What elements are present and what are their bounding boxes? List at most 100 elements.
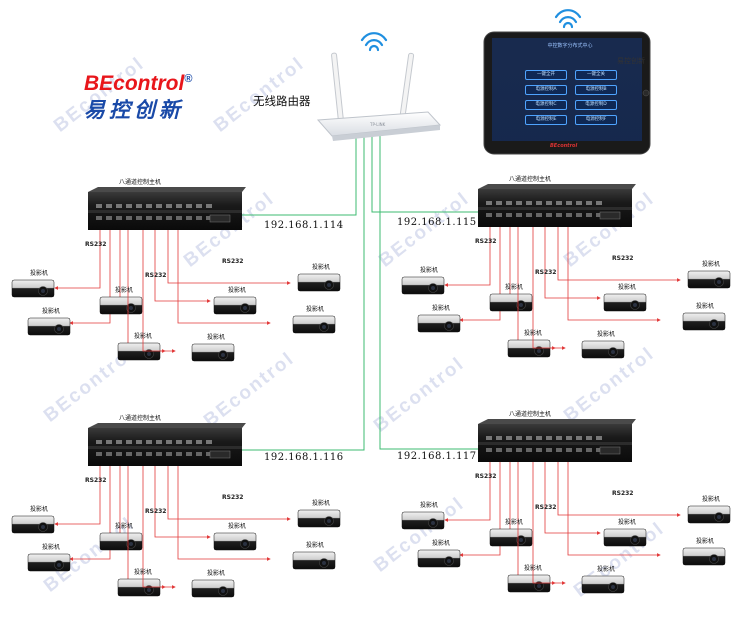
rs232-cable <box>69 230 111 325</box>
rs232-cable <box>69 466 111 561</box>
projector-label: 投影机 <box>115 523 134 530</box>
projector-label: 投影机 <box>420 502 439 509</box>
ip-address-label: 192.168.1.115 <box>397 217 477 228</box>
projector <box>27 317 71 336</box>
projector-label: 投影机 <box>134 569 153 576</box>
rs232-label: RS232 <box>145 508 167 515</box>
projector-label: 投影机 <box>597 566 616 573</box>
rs232-label: RS232 <box>222 494 244 501</box>
tablet-screen-title: 中控数字分布式中心 <box>547 43 593 49</box>
control-group <box>401 419 731 594</box>
control-group <box>11 187 341 362</box>
eight-channel-control-host <box>88 187 246 230</box>
projector-label: 投影机 <box>42 308 61 315</box>
projector-label: 投影机 <box>420 267 439 274</box>
projector <box>117 342 161 361</box>
rs232-label: RS232 <box>85 241 107 248</box>
projector <box>687 270 731 289</box>
rs232-label: RS232 <box>612 255 634 262</box>
tablet-control-button[interactable]: 一键全开 <box>525 70 567 80</box>
net-line-114 <box>230 135 357 216</box>
rs232-cable <box>532 227 566 350</box>
projector <box>581 340 625 359</box>
tablet-control-button[interactable]: 电源控制D <box>575 100 617 110</box>
rs232-cable <box>167 230 291 285</box>
rs232-cable <box>444 227 491 287</box>
rs232-label: RS232 <box>535 269 557 276</box>
rs232-label: RS232 <box>475 238 497 245</box>
tablet-device <box>483 31 651 155</box>
control-group <box>11 423 341 598</box>
tablet-control-button[interactable]: 电源控制C <box>525 100 567 110</box>
projector-label: 投影机 <box>696 303 715 310</box>
rs232-label: RS232 <box>222 258 244 265</box>
wifi-icon <box>360 32 388 52</box>
projector <box>507 339 551 358</box>
projector-label: 投影机 <box>597 331 616 338</box>
projector <box>603 528 647 547</box>
ip-address-label: 192.168.1.114 <box>264 220 344 231</box>
projector-label: 投影机 <box>306 306 325 313</box>
tablet-control-button[interactable]: 电源控制E <box>525 115 567 125</box>
projector <box>489 293 533 312</box>
projector <box>401 511 445 530</box>
router-label: 无线路由器 <box>253 94 311 108</box>
projector-label: 投影机 <box>134 333 153 340</box>
rs232-label: RS232 <box>475 473 497 480</box>
projector <box>297 509 341 528</box>
projector <box>489 528 533 547</box>
rs232-cable <box>567 462 661 557</box>
projector-label: 投影机 <box>228 523 247 530</box>
eight-channel-control-host <box>478 184 636 227</box>
projector-label: 投影机 <box>524 330 543 337</box>
net-line-115 <box>371 135 488 213</box>
tablet-control-button[interactable]: 电源控制A <box>525 85 567 95</box>
rs232-cable <box>544 462 601 535</box>
host-title-label: 八通道控制主机 <box>118 415 161 422</box>
rs232-cable <box>154 466 211 539</box>
rs232-cable <box>54 466 101 526</box>
rs232-cable <box>177 230 271 325</box>
projector <box>507 574 551 593</box>
projector <box>401 276 445 295</box>
network-lines <box>230 135 488 451</box>
eight-channel-control-host <box>478 419 636 462</box>
projector-label: 投影机 <box>702 496 721 503</box>
projector-label: 投影机 <box>207 334 226 341</box>
projector <box>687 505 731 524</box>
rs232-cable <box>544 227 601 300</box>
projector-label: 投影机 <box>312 264 331 271</box>
net-line-116 <box>238 135 365 451</box>
rs232-label: RS232 <box>85 477 107 484</box>
wireless-router: TP-LINK <box>316 52 442 141</box>
rs232-cable <box>142 230 176 353</box>
eight-channel-control-host <box>88 423 246 466</box>
projector-label: 投影机 <box>432 305 451 312</box>
host-title-label: 八通道控制主机 <box>508 176 551 183</box>
rs232-cable <box>459 462 501 557</box>
logo-text: BEcontrol <box>84 72 185 95</box>
projector <box>191 343 235 362</box>
host-title-label: 八通道控制主机 <box>508 411 551 418</box>
projector <box>117 578 161 597</box>
rs232-cable <box>557 227 681 282</box>
rs232-cable <box>54 230 101 290</box>
projector <box>581 575 625 594</box>
tablet-control-button[interactable]: 电源控制B <box>575 85 617 95</box>
rs232-cable <box>142 466 176 589</box>
tablet-label: 易控创新 <box>617 57 645 65</box>
projector <box>417 549 461 568</box>
tablet-control-button[interactable]: 一键全关 <box>575 70 617 80</box>
rs232-cable <box>154 230 211 303</box>
projector <box>682 547 726 566</box>
brand-logo: BEcontrol® 易控创新 <box>84 72 192 124</box>
rs232-label: RS232 <box>535 504 557 511</box>
control-group <box>401 184 731 359</box>
net-line-117 <box>379 135 488 450</box>
projector <box>417 314 461 333</box>
tablet-control-button[interactable]: 电源控制F <box>575 115 617 125</box>
projector-label: 投影机 <box>207 570 226 577</box>
projector <box>11 279 55 298</box>
